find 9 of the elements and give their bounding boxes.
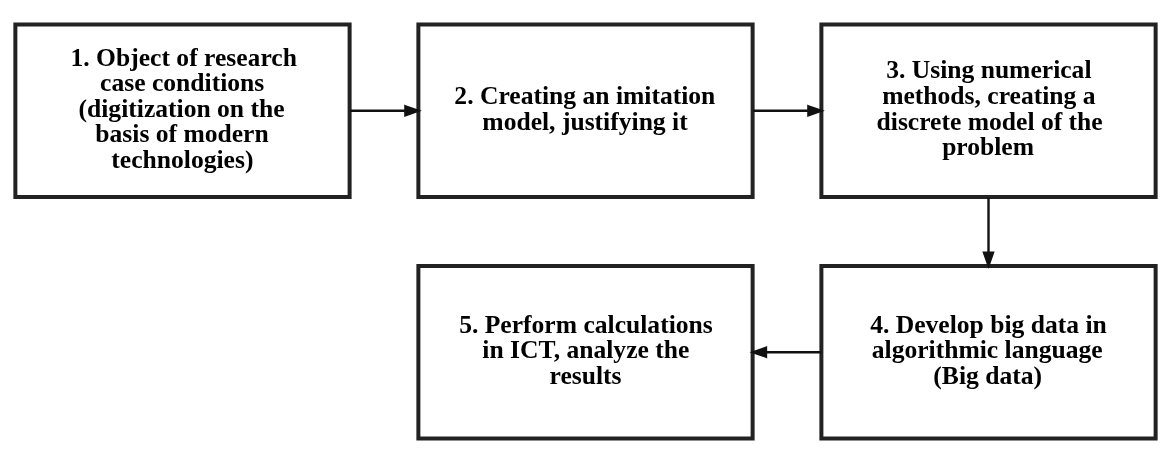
node-box: 1. Object of research case conditions (digitization on the basis of modern technologies)	[13, 22, 352, 200]
arrow	[753, 104, 825, 117]
arrow	[982, 197, 995, 270]
node-box: 2. Creating an imitation model, justifying it	[416, 22, 755, 200]
arrow	[350, 104, 422, 117]
arrow	[749, 346, 822, 359]
node-box: 3. Using numerical methods, creating a discrete model of the problem	[819, 22, 1158, 200]
node-box: 5. Perform calculations in ICT, analyze the results	[416, 263, 755, 441]
node-box: 4. Develop big data in algorithmic language (Big data)	[819, 263, 1158, 441]
